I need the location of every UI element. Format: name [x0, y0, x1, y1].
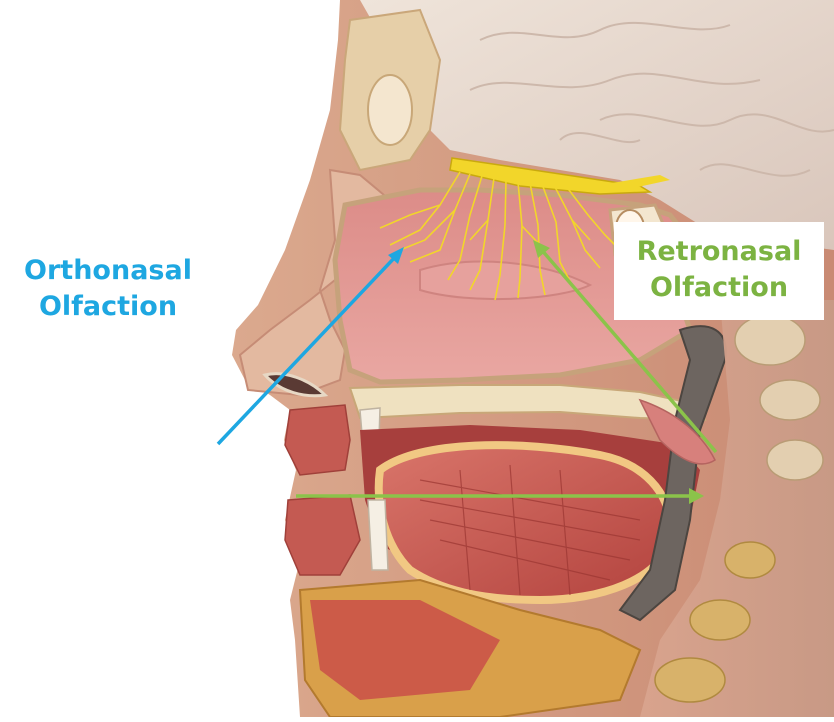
orthonasal-label-line2: Olfaction: [8, 289, 208, 325]
retronasal-label: Retronasal Olfaction: [614, 222, 824, 320]
orthonasal-label-line1: Orthonasal: [8, 253, 208, 289]
tongue: [379, 445, 671, 600]
retronasal-label-line1: Retronasal: [614, 234, 824, 270]
frontal-sinus: [368, 75, 412, 145]
orthonasal-label: Orthonasal Olfaction: [8, 245, 208, 337]
upper-lip: [285, 405, 350, 475]
retronasal-label-line2: Olfaction: [614, 270, 824, 306]
lower-incisor: [368, 500, 388, 570]
